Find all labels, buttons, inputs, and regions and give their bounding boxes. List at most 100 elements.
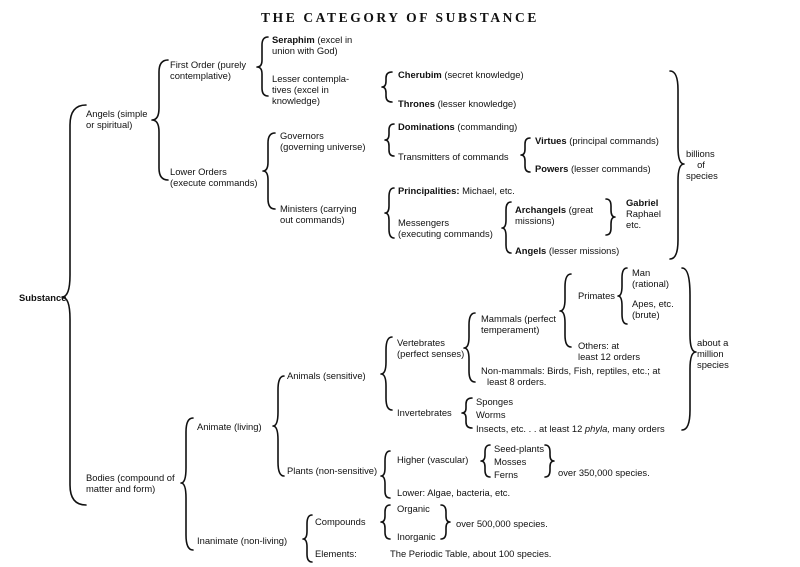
messengers-line2: (executing commands) xyxy=(398,228,493,239)
brace-compounds xyxy=(380,504,391,540)
billions-line3: species xyxy=(686,170,718,181)
node-man: Man (rational) xyxy=(632,267,669,289)
note-compounds-count: over 500,000 species. xyxy=(456,518,548,529)
angels-lower-desc: (lesser missions) xyxy=(546,245,620,256)
billions-line1: billions xyxy=(686,148,715,159)
brace-transmitters xyxy=(520,137,531,173)
brace-ministers xyxy=(384,187,395,239)
thrones-desc: (lesser knowledge) xyxy=(434,98,517,109)
brace-lower-orders xyxy=(262,132,276,210)
node-animals: Animals (sensitive) xyxy=(287,370,366,381)
node-archangels: Archangels (great missions) xyxy=(515,204,593,226)
brace-messengers xyxy=(501,201,512,254)
node-substance: Substance xyxy=(19,292,67,303)
million-line2: million xyxy=(697,348,724,359)
lower-orders-line1: Lower Orders xyxy=(170,166,227,177)
apes-line2: (brute) xyxy=(632,309,660,320)
lesser-contemplatives-line1: Lesser contempla- xyxy=(272,73,350,84)
brace-animate xyxy=(272,375,285,477)
node-others: Others: at least 12 orders xyxy=(578,340,640,362)
lesser-contemplatives-line3: knowledge) xyxy=(272,95,320,106)
note-million: about a million species xyxy=(697,337,729,370)
node-principalities: Principalities: Michael, etc. xyxy=(398,185,515,196)
cherubim-name: Cherubim xyxy=(398,69,442,80)
node-angels-lesser: Angels (lesser missions) xyxy=(515,245,619,256)
principalities-desc: Michael, etc. xyxy=(459,185,515,196)
brace-invertebrates xyxy=(461,397,473,429)
node-angels: Angels (simple or spiritual) xyxy=(86,108,147,130)
others-line1: Others: at xyxy=(578,340,620,351)
billions-line2: of xyxy=(697,159,705,170)
node-cherubim: Cherubim (secret knowledge) xyxy=(398,69,524,80)
powers-desc: (lesser commands) xyxy=(568,163,651,174)
node-transmitters: Transmitters of commands xyxy=(398,151,509,162)
mammals-line1: Mammals (perfect xyxy=(481,313,557,324)
node-ministers: Ministers (carrying out commands) xyxy=(280,203,357,225)
node-first-order-line1: First Order (purely xyxy=(170,59,247,70)
node-archangel-examples: Gabriel Raphael etc. xyxy=(626,197,661,230)
node-seraphim: Seraphim (excel in union with God) xyxy=(272,34,352,56)
node-primates: Primates xyxy=(578,290,615,301)
node-thrones: Thrones (lesser knowledge) xyxy=(398,98,516,109)
node-inorganic: Inorganic xyxy=(397,531,436,542)
insects-pre: Insects, etc. . . at least 12 xyxy=(476,423,585,434)
node-bodies: Bodies (compound of matter and form) xyxy=(86,472,175,494)
apes-line1: Apes, etc. xyxy=(632,298,674,309)
brace-angels xyxy=(151,59,169,181)
node-inanimate: Inanimate (non-living) xyxy=(197,535,288,546)
node-plants: Plants (non-sensitive) xyxy=(287,465,378,476)
vertebrates-line1: Vertebrates xyxy=(397,337,445,348)
brace-vertebrates xyxy=(463,312,476,383)
node-mammals: Mammals (perfect temperament) xyxy=(481,313,556,335)
node-seed-plants: Seed-plants xyxy=(494,443,545,454)
brace-billions xyxy=(669,70,685,260)
brace-mammals xyxy=(559,273,572,348)
brace-animals xyxy=(380,336,393,411)
node-governors: Governors (governing universe) xyxy=(280,130,365,152)
raphael: Raphael xyxy=(626,208,661,219)
seraphim-desc-1: (excel in xyxy=(314,34,353,45)
brace-million xyxy=(681,267,697,431)
brace-bodies xyxy=(180,417,194,551)
seraphim-name: Seraphim xyxy=(272,34,315,45)
archangels-name: Archangels xyxy=(515,204,567,215)
node-invertebrates: Invertebrates xyxy=(397,407,452,418)
messengers-line1: Messengers xyxy=(398,217,450,228)
node-periodic-table: The Periodic Table, about 100 species. xyxy=(390,548,552,559)
virtues-name: Virtues xyxy=(535,135,567,146)
node-vertebrates: Vertebrates (perfect senses) xyxy=(397,337,464,359)
dominations-desc: (commanding) xyxy=(454,121,518,132)
thrones-name: Thrones xyxy=(398,98,435,109)
node-non-mammals: Non-mammals: Birds, Fish, reptiles, etc.… xyxy=(481,365,660,387)
node-apes: Apes, etc. (brute) xyxy=(632,298,674,320)
node-mosses: Mosses xyxy=(494,456,527,467)
insects-post: many orders xyxy=(609,423,665,434)
node-first-order: First Order (purely contemplative) xyxy=(170,59,246,81)
node-messengers: Messengers (executing commands) xyxy=(398,217,493,239)
node-compounds: Compounds xyxy=(315,516,366,527)
node-lower-orders: Lower Orders (execute commands) xyxy=(170,166,258,188)
angels-lower-name: Angels xyxy=(515,245,547,256)
archangels-desc-2: missions) xyxy=(515,215,555,226)
cherubim-desc: (secret knowledge) xyxy=(441,69,524,80)
node-sponges: Sponges xyxy=(476,396,514,407)
brace-inanimate xyxy=(302,514,313,563)
bodies-line2: matter and form) xyxy=(86,483,156,494)
node-lesser-contemplatives: Lesser contempla- tives (excel in knowle… xyxy=(272,73,349,106)
brace-plants-count xyxy=(544,444,555,478)
node-animate: Animate (living) xyxy=(197,421,262,432)
others-line2: least 12 orders xyxy=(578,351,641,362)
node-elements: Elements: xyxy=(315,548,357,559)
non-mammals-line2: least 8 orders. xyxy=(487,376,547,387)
node-lower-plants: Lower: Algae, bacteria, etc. xyxy=(397,487,511,498)
powers-name: Powers xyxy=(535,163,569,174)
brace-first-order xyxy=(256,36,269,97)
note-billions: billions of species xyxy=(686,148,718,181)
node-angels-line1: Angels (simple xyxy=(86,108,148,119)
brace-substance xyxy=(61,104,87,506)
bodies-line1: Bodies (compound of xyxy=(86,472,175,483)
node-ferns: Ferns xyxy=(494,469,518,480)
node-angels-line2: or spiritual) xyxy=(86,119,133,130)
node-insects: Insects, etc. . . at least 12 phyla, man… xyxy=(476,423,665,434)
